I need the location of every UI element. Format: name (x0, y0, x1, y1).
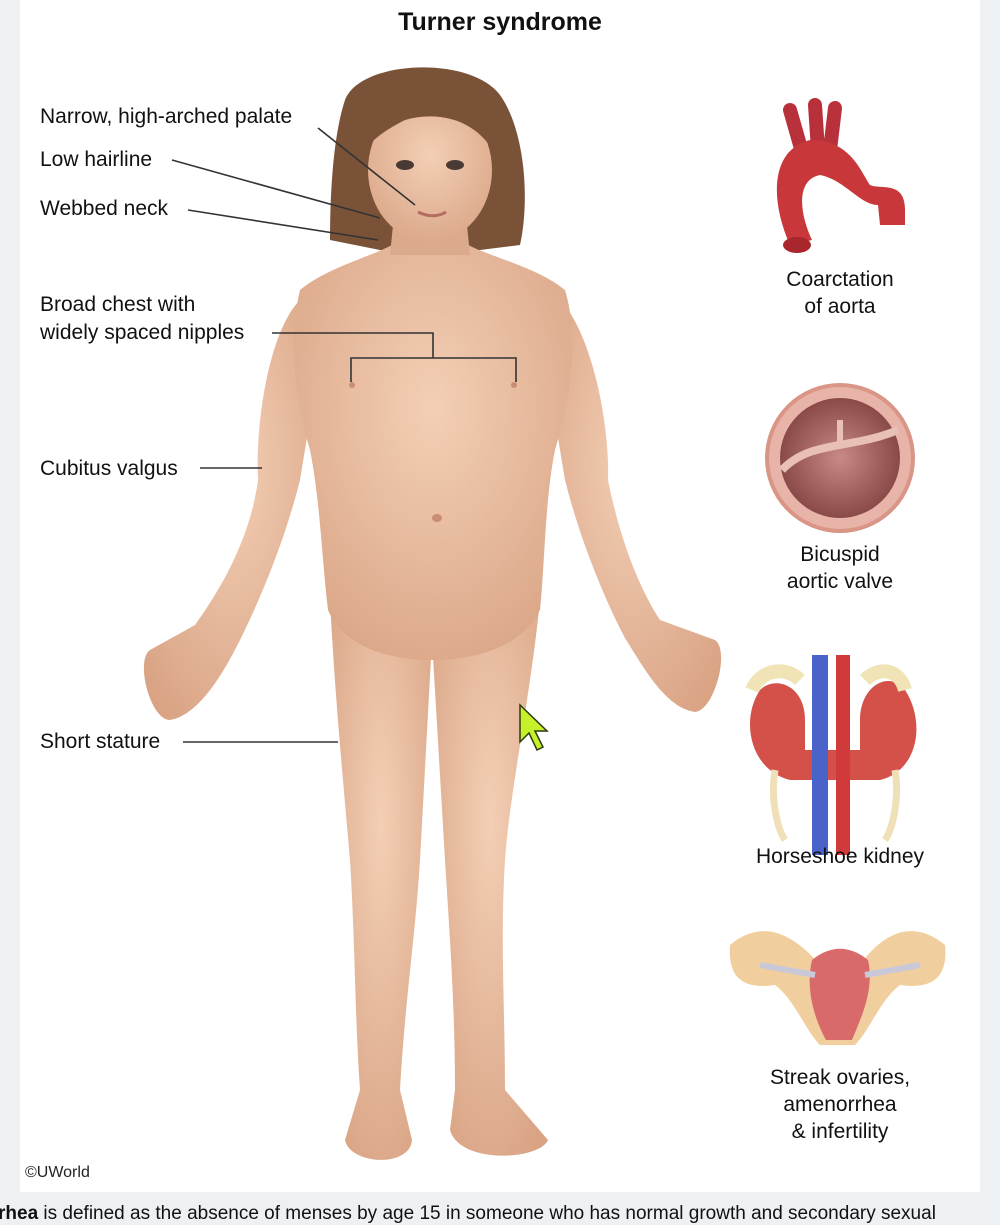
label-neck: Webbed neck (40, 197, 169, 220)
ovaries-illustration (729, 931, 946, 1045)
label-hairline: Low hairline (40, 148, 153, 171)
label-stature: Short stature (40, 730, 161, 753)
kidney-illustration (745, 655, 917, 855)
label-cubitus: Cubitus valgus (40, 457, 178, 480)
navel (432, 514, 442, 522)
eye-right (446, 160, 464, 170)
caption-bold: rhea (0, 1203, 39, 1224)
copyright: ©UWorld (25, 1164, 90, 1181)
nipple-left (349, 382, 355, 388)
label-palate: Narrow, high-arched palate (40, 105, 293, 128)
label-aorta: Coarctation of aorta (786, 268, 894, 318)
caption-text: rhea is defined as the absence of menses… (0, 1203, 936, 1225)
nipple-right (511, 382, 517, 388)
hair-fringe (365, 89, 499, 160)
label-valve: Bicuspid aortic valve (786, 543, 894, 593)
eye-left (396, 160, 414, 170)
head (368, 98, 492, 242)
label-ovaries: Streak ovaries, amenorrhea & infertility (769, 1066, 911, 1143)
label-kidney: Horseshoe kidney (755, 845, 925, 868)
leader-lines (171, 127, 517, 743)
torso (293, 240, 573, 660)
aorta-illustration (776, 98, 905, 253)
left-leg (330, 600, 432, 1160)
label-chest: Broad chest with widely spaced nipples (40, 293, 245, 344)
caption-rest: is defined as the absence of menses by a… (38, 1203, 936, 1224)
mouth (417, 210, 447, 218)
left-arm (143, 300, 320, 720)
mouse-cursor-icon (519, 703, 549, 752)
valve-illustration (765, 383, 915, 533)
figure-title: Turner syndrome (398, 8, 602, 36)
girl-body (143, 67, 722, 1160)
right-arm (545, 300, 722, 712)
right-leg (432, 600, 548, 1156)
